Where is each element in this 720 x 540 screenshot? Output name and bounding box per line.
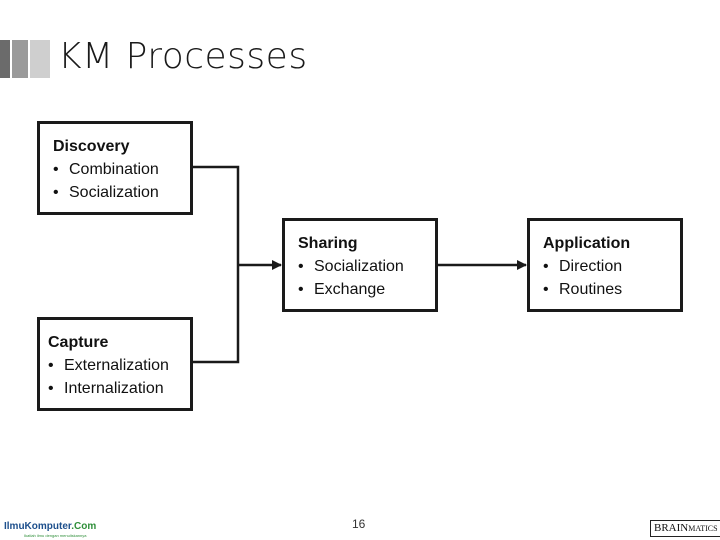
- page-number: 16: [352, 517, 366, 531]
- sharing-list: Socialization Exchange: [298, 255, 435, 301]
- sharing-title: Sharing: [298, 235, 358, 252]
- discovery-title: Discovery: [53, 138, 130, 155]
- application-item: Direction: [543, 255, 680, 278]
- brainmatics-logo-part2: MATICS: [688, 524, 718, 533]
- sharing-item: Exchange: [298, 278, 435, 301]
- title-decoration-bar-light: [30, 40, 50, 78]
- capture-item: Externalization: [48, 354, 190, 377]
- application-box: Application Direction Routines: [527, 218, 683, 312]
- capture-item: Internalization: [48, 377, 190, 400]
- discovery-list: Combination Socialization: [53, 158, 190, 204]
- application-title: Application: [543, 235, 631, 252]
- logo-text-main: IlmuKomputer: [4, 521, 72, 532]
- brainmatics-logo-part1: BRAIN: [654, 522, 689, 534]
- slide-title: KM Processes: [58, 36, 308, 77]
- brainmatics-logo: BRAINMATICS: [650, 520, 720, 537]
- discovery-box: Discovery Combination Socialization: [37, 121, 193, 215]
- connector-capture-to-sharing: [193, 265, 240, 364]
- sharing-box: Sharing Socialization Exchange: [282, 218, 438, 312]
- title-decoration-bar-mid: [12, 40, 28, 78]
- application-item: Routines: [543, 278, 680, 301]
- ilmukomputer-logo: IlmuKomputer.Com Ikatlah ilmu dengan men…: [4, 516, 96, 538]
- logo-text-suffix: .Com: [71, 521, 97, 532]
- capture-box: Capture Externalization Internalization: [37, 317, 193, 411]
- discovery-item: Combination: [53, 158, 190, 181]
- title-decoration-bar-dark: [0, 40, 10, 78]
- sharing-item: Socialization: [298, 255, 435, 278]
- capture-title: Capture: [48, 334, 109, 351]
- logo-tagline: Ikatlah ilmu dengan menuliskannya: [24, 533, 87, 538]
- discovery-item: Socialization: [53, 181, 190, 204]
- capture-list: Externalization Internalization: [48, 354, 190, 400]
- connector-discovery-to-sharing: [193, 165, 240, 265]
- application-list: Direction Routines: [543, 255, 680, 301]
